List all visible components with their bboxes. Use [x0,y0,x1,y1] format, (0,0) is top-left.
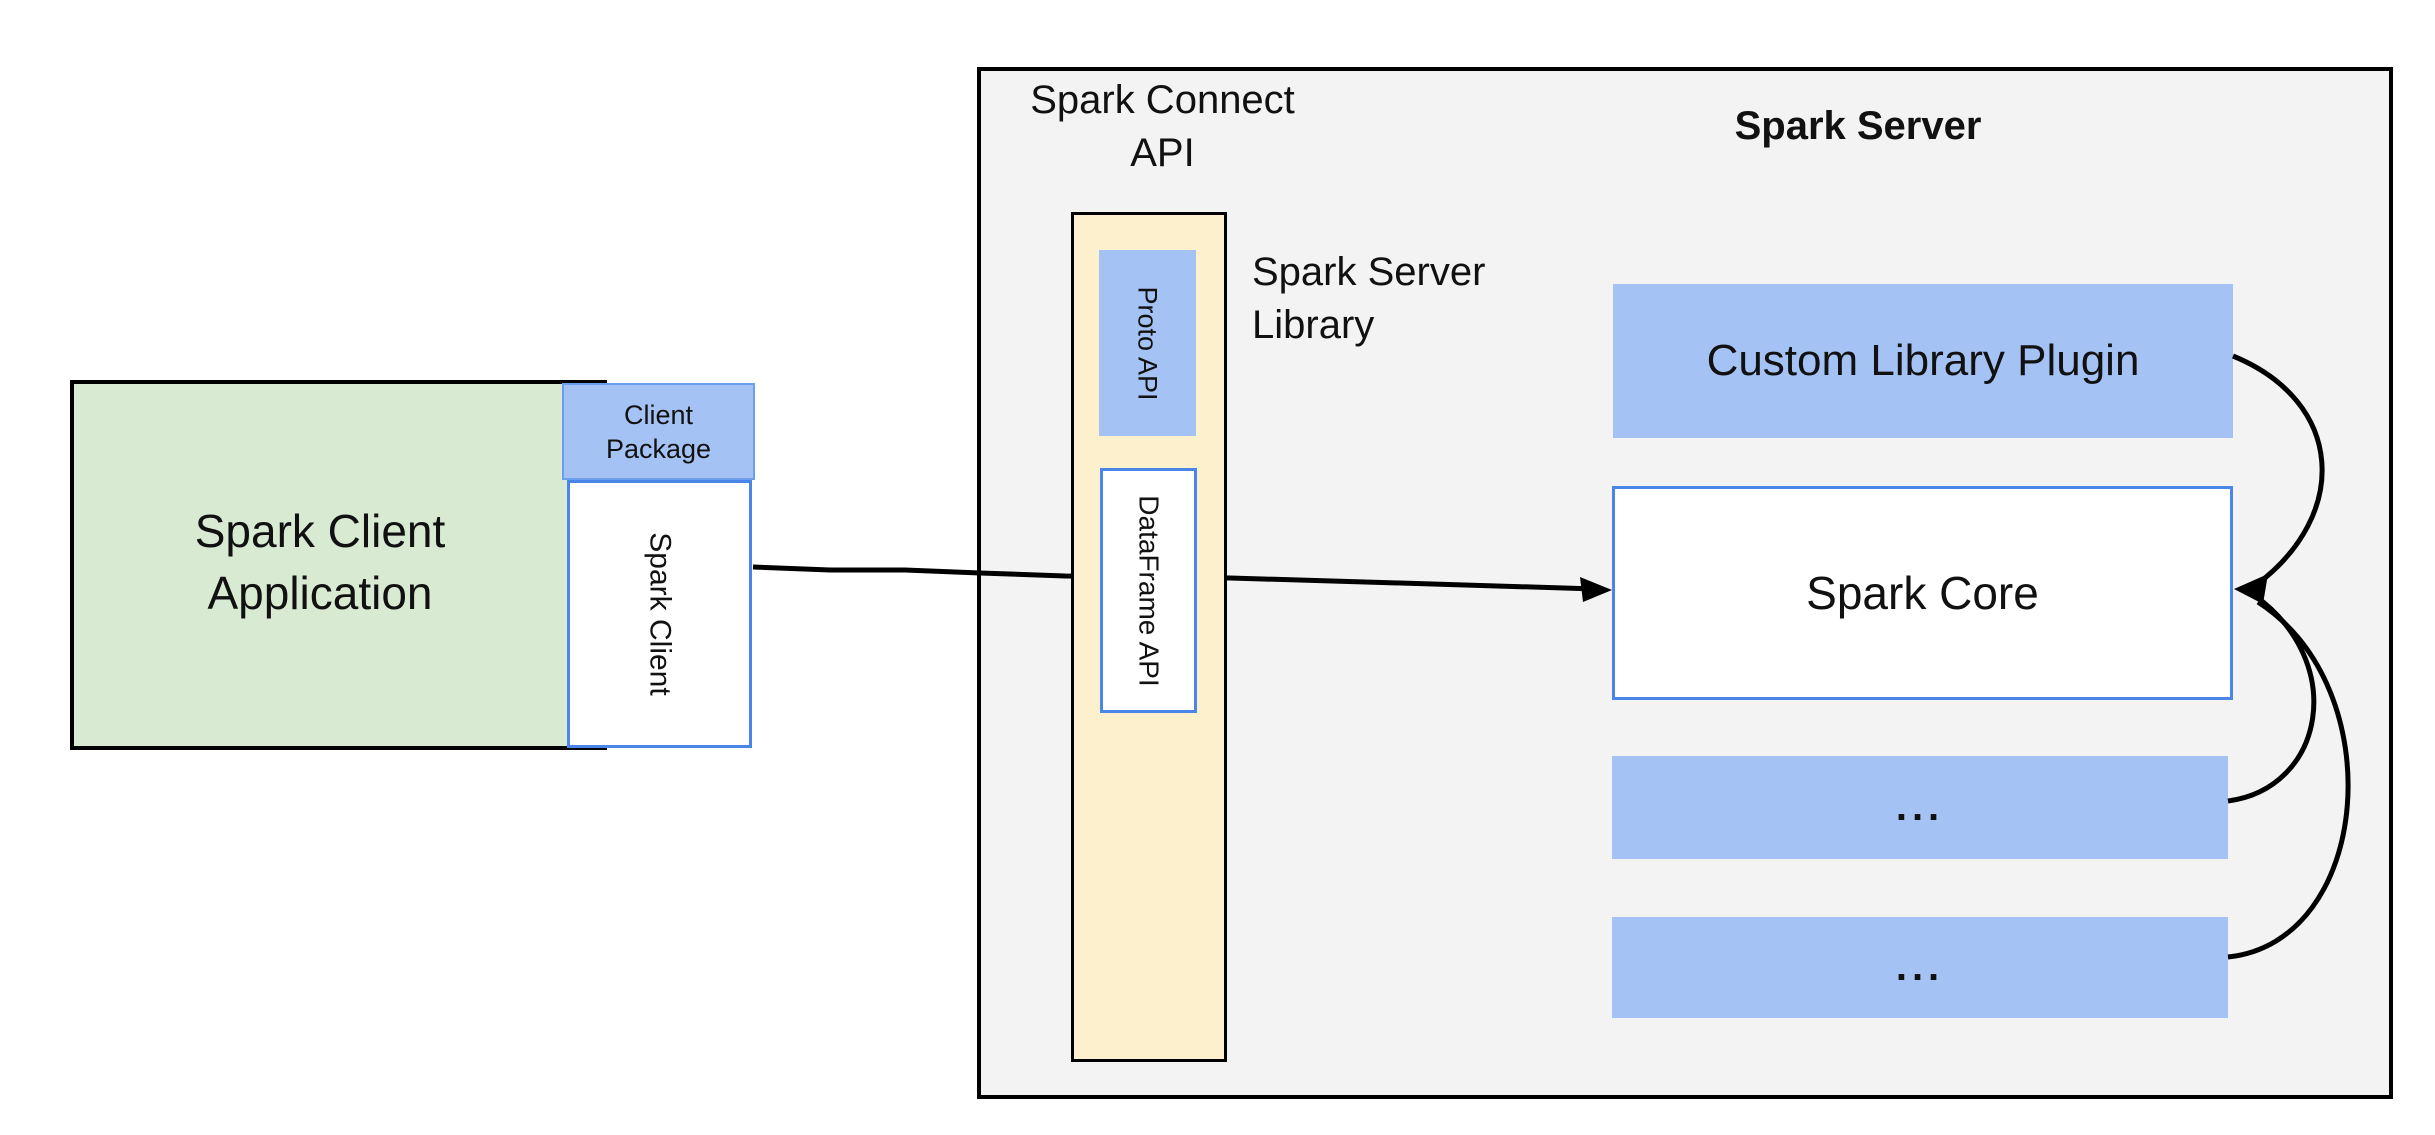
additional-plugin-box-2: ... [1612,917,2228,1018]
ellipsis-label-2: ... [1895,945,1945,989]
spark-client-application-box [70,380,607,750]
spark-client-label: Spark Client [643,532,677,696]
custom-library-plugin-box: Custom Library Plugin [1613,284,2233,438]
proto-api-label: Proto API [1133,285,1164,401]
spark-server-title: Spark Server [1734,104,1982,148]
client-package-label: Client Package [605,399,712,464]
custom-library-plugin-label: Custom Library Plugin [1706,336,2140,385]
dataframe-api-box: DataFrame API [1100,468,1197,713]
spark-core-label: Spark Core [1806,567,2039,619]
dataframe-api-label: DataFrame API [1133,494,1165,687]
spark-client-application-label: Spark Client Application [194,505,446,619]
additional-plugin-box-1: ... [1612,756,2228,859]
client-package-box: Client Package [562,383,755,480]
proto-api-box: Proto API [1099,250,1196,436]
spark-core-box: Spark Core [1612,486,2233,700]
spark-server-library-label: Spark Server Library [1252,250,1486,347]
spark-client-box: Spark Client [567,480,752,748]
spark-connect-api-title: Spark Connect API [1030,78,1295,175]
ellipsis-label-1: ... [1895,785,1945,829]
